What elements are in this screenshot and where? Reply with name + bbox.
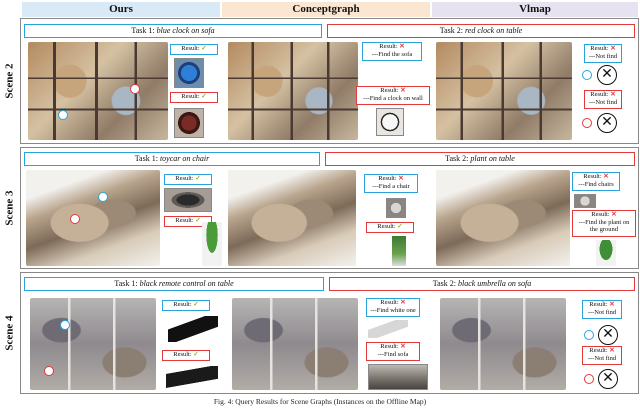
task-1-label: Task 1: blue clock on sofa <box>24 24 322 38</box>
task-1-label: Task 1: toycar on chair <box>24 152 320 166</box>
task-2-label: Task 2: black umbrella on sofa <box>329 277 635 291</box>
ours-map <box>26 170 160 266</box>
ours-result-1: Result: ✓ <box>164 174 212 185</box>
column-header-vlmap: Vlmap <box>432 2 638 17</box>
plant-image <box>392 236 406 266</box>
column-header-conceptgraph: Conceptgraph <box>222 2 430 17</box>
scene-label: Scene 3 <box>4 190 17 226</box>
toycar-image <box>164 188 212 212</box>
blue-target-marker <box>98 192 108 202</box>
conceptgraph-map <box>232 298 358 390</box>
chair-image <box>386 198 406 218</box>
column-header-ours: Ours <box>22 2 220 17</box>
scene-label: Scene 4 <box>4 315 17 351</box>
ours-result-1: Result: ✓ <box>162 300 210 311</box>
plant-image <box>202 222 222 266</box>
vlmap-result-1: Result: ✕---Find chairs <box>572 172 620 191</box>
umbrella-image <box>166 366 218 388</box>
sofa-image <box>368 364 428 390</box>
chairs-image <box>574 194 596 208</box>
no-result-icon: ✕ <box>597 113 617 133</box>
conceptgraph-result-1: Result: ✕---Find a chair <box>364 174 418 193</box>
red-query-marker <box>582 118 592 128</box>
ours-map <box>30 298 156 390</box>
vlmap-result-2: Result: ✕---Not find <box>584 90 622 109</box>
red-target-marker <box>44 366 54 376</box>
task-1-label: Task 1: black remote control on table <box>24 277 324 291</box>
blue-query-marker <box>584 330 594 340</box>
conceptgraph-result-1: Result: ✕---Find the sofa <box>362 42 422 61</box>
scene-panel-3 <box>20 147 639 269</box>
remote-control-image <box>168 316 218 342</box>
conceptgraph-result-1: Result: ✕---Find white one <box>366 298 420 317</box>
blue-target-marker <box>58 110 68 120</box>
blue-query-marker <box>582 70 592 80</box>
vlmap-result-1: Result: ✕---Not find <box>582 300 622 319</box>
wall-clock-image <box>376 108 404 136</box>
no-result-icon: ✕ <box>597 65 617 85</box>
red-clock-image <box>174 108 204 138</box>
vlmap-map <box>436 170 570 266</box>
white-remote-image <box>368 320 408 338</box>
red-target-marker <box>130 84 140 94</box>
conceptgraph-result-2: Result: ✕---Find a clock on wall <box>356 86 430 105</box>
red-query-marker <box>584 374 594 384</box>
conceptgraph-result-2: Result: ✓ <box>366 222 414 233</box>
plant-on-ground-image <box>596 240 616 266</box>
vlmap-map <box>440 298 566 390</box>
ours-result-1: Result: ✓ <box>170 44 218 55</box>
ours-result-2: Result: ✓ <box>170 92 218 103</box>
ours-result-2: Result: ✓ <box>164 216 212 227</box>
scene-label: Scene 2 <box>4 63 17 99</box>
conceptgraph-result-2: Result: ✕---Find sofa <box>366 342 420 361</box>
blue-clock-image <box>174 58 204 88</box>
vlmap-result-1: Result: ✕---Not find <box>584 44 622 63</box>
blue-target-marker <box>60 320 70 330</box>
scene-panel-4 <box>20 272 639 394</box>
ours-map <box>28 42 168 140</box>
task-2-label: Task 2: plant on table <box>325 152 635 166</box>
vlmap-map <box>436 42 572 140</box>
task-2-label: Task 2: red clock on table <box>327 24 635 38</box>
ours-result-2: Result: ✓ <box>162 350 210 361</box>
figure-caption: Fig. 4: Query Results for Scene Graphs (… <box>213 397 427 406</box>
scene-panel-2 <box>20 18 639 144</box>
no-result-icon: ✕ <box>598 369 618 389</box>
red-target-marker <box>70 214 80 224</box>
conceptgraph-map <box>228 42 358 140</box>
vlmap-result-2: Result: ✕---Not find <box>582 346 622 365</box>
no-result-icon: ✕ <box>598 325 618 345</box>
conceptgraph-map <box>228 170 356 266</box>
